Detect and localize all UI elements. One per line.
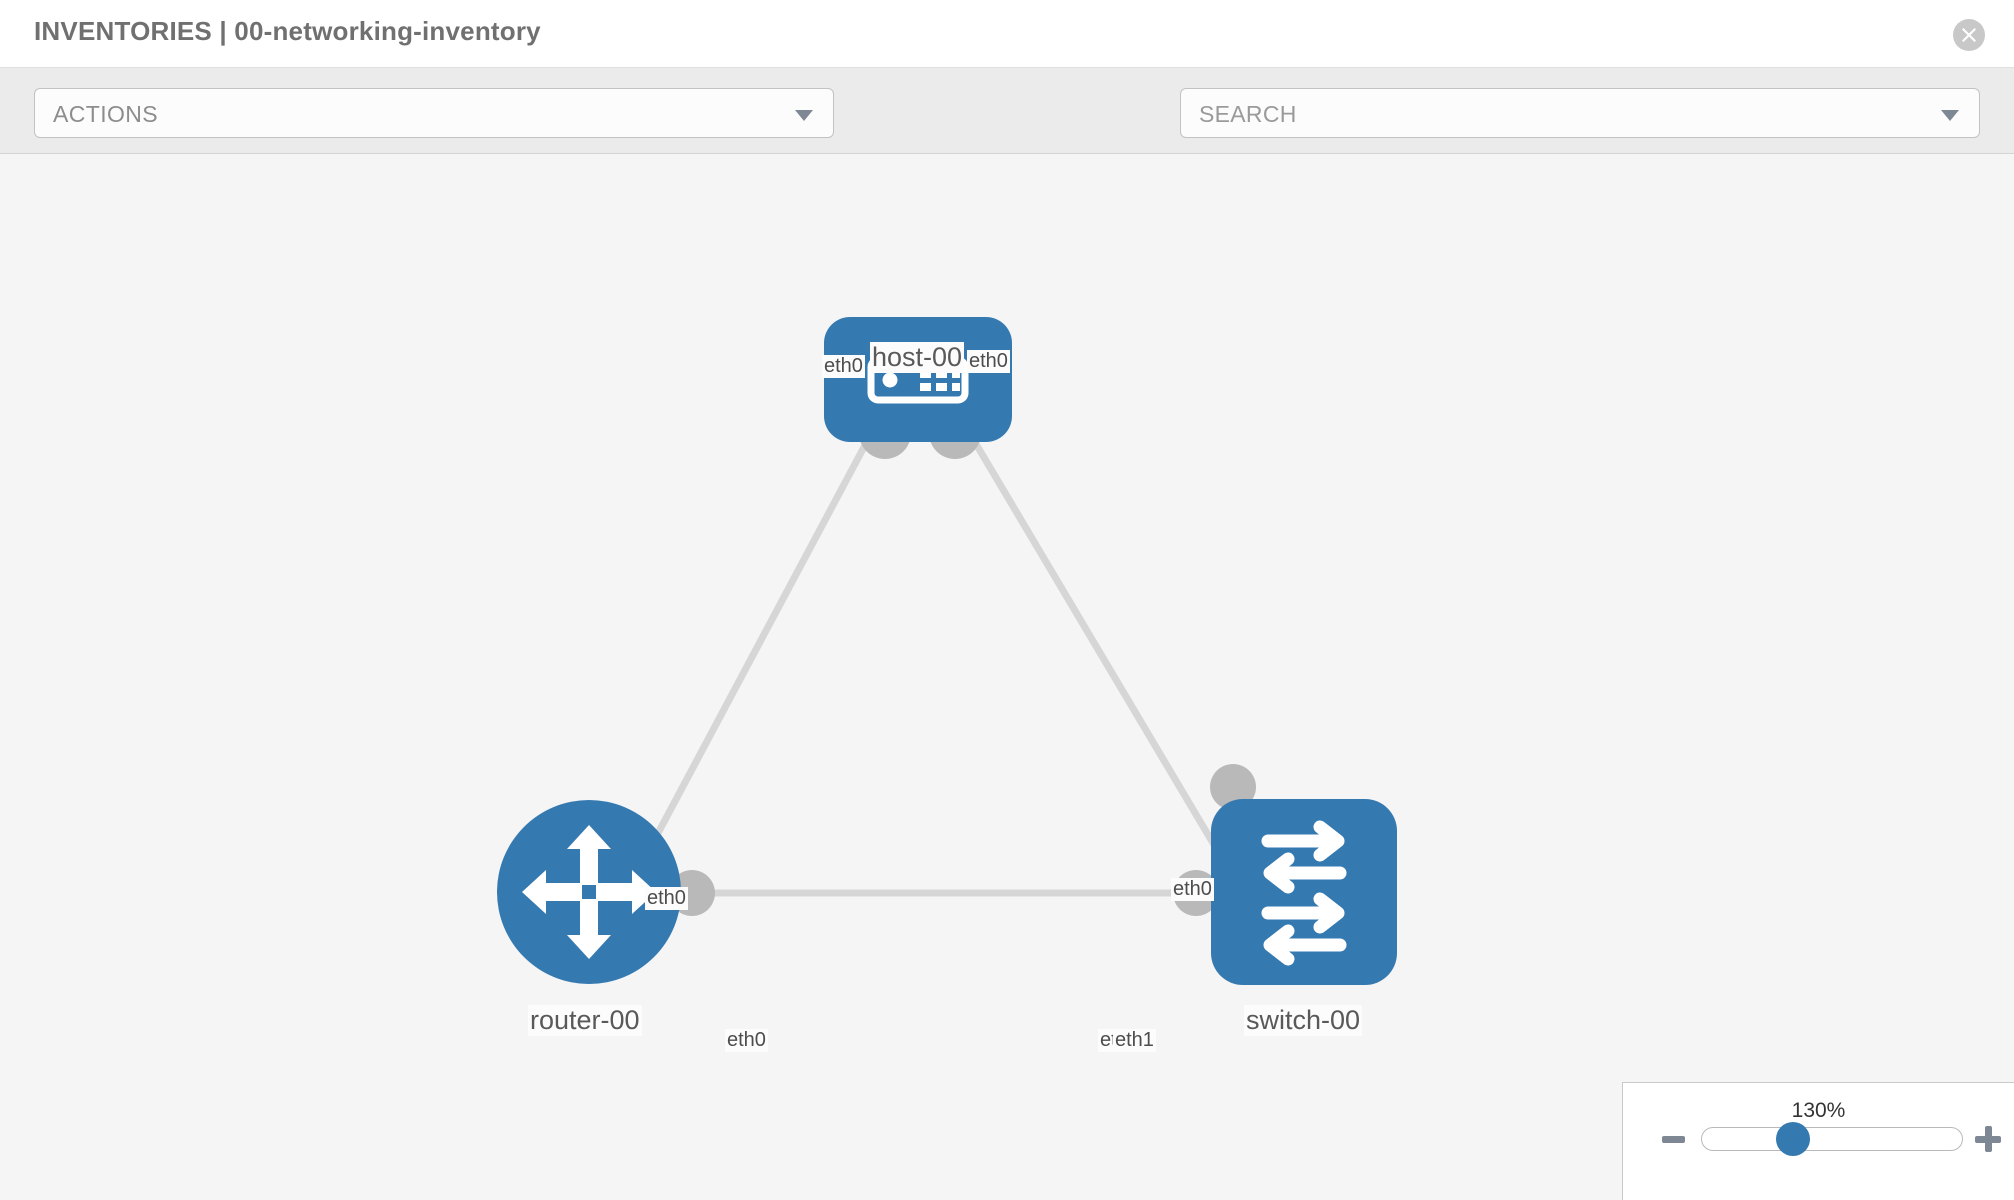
topology-graph (497, 317, 1397, 985)
iface-label-host00-right: eth0 (967, 350, 1010, 373)
topology-canvas[interactable]: host-00 router-00 switch-00 eth0 eth0 et… (0, 155, 2014, 1200)
toolbar: ACTIONS SEARCH (0, 68, 2014, 201)
page-header: INVENTORIES | 00-networking-inventory (0, 0, 2014, 68)
search-placeholder: SEARCH (1199, 101, 1297, 127)
node-label-host-00: host-00 (870, 342, 965, 373)
iface-label-host00-left: eth0 (822, 355, 865, 378)
zoom-control-panel: 130% (1622, 1082, 2014, 1200)
iface-label-router00-north: eth0 (645, 887, 688, 910)
chevron-down-icon (795, 110, 813, 121)
zoom-slider-track[interactable] (1701, 1127, 1963, 1151)
zoom-slider-thumb[interactable] (1776, 1122, 1810, 1156)
zoom-out-button[interactable] (1662, 1136, 1685, 1143)
zoom-level-value: 130% (1791, 1099, 1846, 1122)
page-title: INVENTORIES | 00-networking-inventory (34, 16, 541, 46)
node-router-00[interactable] (497, 800, 681, 984)
switch-arrows-icon (1261, 820, 1347, 966)
topology-connectors (669, 407, 1256, 916)
actions-dropdown[interactable]: ACTIONS (34, 88, 834, 138)
actions-dropdown-label: ACTIONS (53, 101, 159, 127)
iface-label-router00-east: eth0 (725, 1029, 768, 1052)
node-label-switch-00: switch-00 (1244, 1005, 1363, 1036)
iface-label-switch00-west: eth1 (1113, 1029, 1156, 1052)
router-arrows-icon (522, 825, 656, 959)
search-input[interactable]: SEARCH (1180, 88, 1980, 138)
node-switch-00[interactable] (1211, 799, 1397, 985)
close-icon[interactable] (1953, 19, 1985, 51)
topology-links (621, 415, 1249, 899)
chevron-down-icon[interactable] (1941, 110, 1959, 121)
connector-switch00-northwest[interactable] (1210, 764, 1256, 810)
zoom-in-button[interactable] (1975, 1126, 2001, 1152)
node-label-router-00: router-00 (528, 1005, 642, 1036)
link-host00-switch00[interactable] (956, 415, 1249, 899)
iface-label-switch00-north: eth0 (1171, 878, 1214, 901)
node-host-00[interactable] (824, 317, 1012, 442)
link-host00-router00[interactable] (621, 415, 884, 897)
